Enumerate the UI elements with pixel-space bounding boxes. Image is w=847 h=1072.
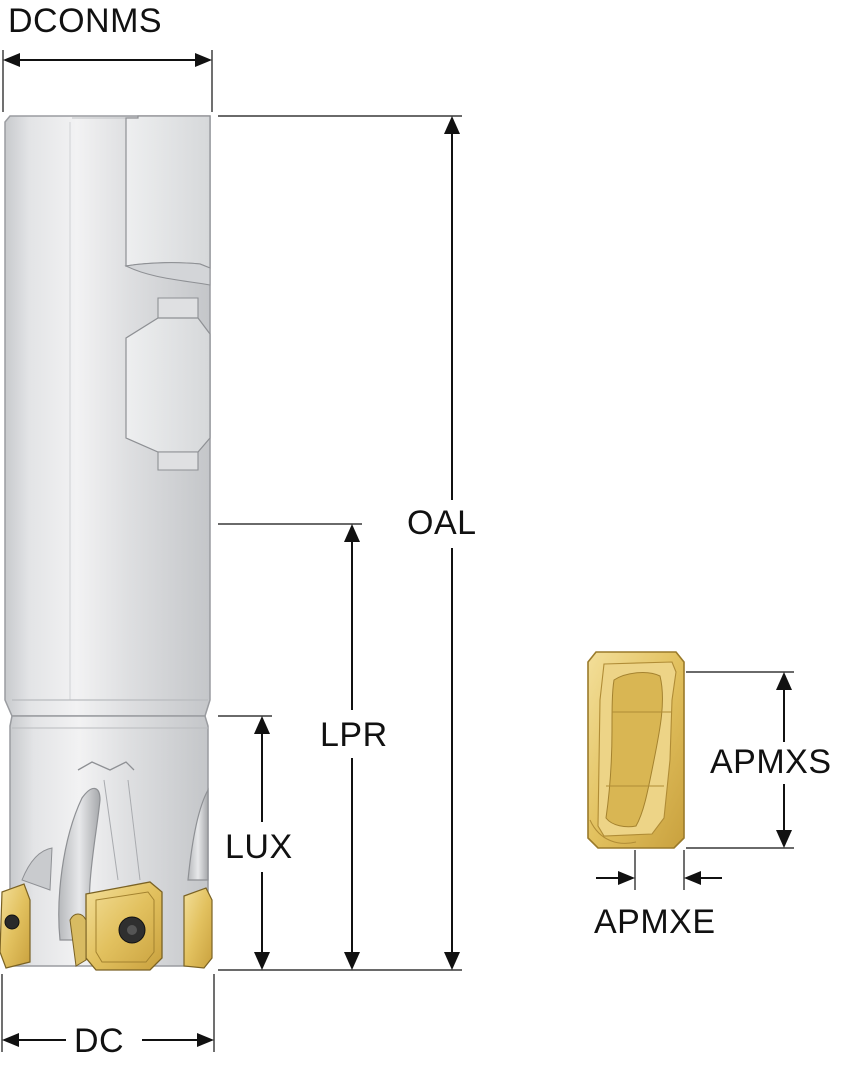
dimension-dconms: [2, 50, 213, 112]
label-dconms: DCONMS: [8, 2, 163, 40]
label-dc: DC: [74, 1022, 125, 1060]
label-lux: LUX: [225, 828, 293, 866]
label-apmxs: APMXS: [710, 743, 832, 781]
label-apmxe: APMXE: [594, 903, 716, 941]
dimension-dc: [1, 974, 215, 1052]
dimension-lpr: [218, 523, 362, 970]
dimension-lux: [218, 715, 272, 970]
dimension-apmxe: [596, 850, 722, 890]
head-insert-right: [183, 887, 213, 969]
dimension-oal: [218, 115, 462, 971]
shank-flat-upper: [124, 115, 211, 286]
head-insert-left: [0, 883, 31, 969]
head-flutes: [21, 761, 209, 941]
shank-flat-middle: [125, 297, 211, 471]
label-oal: OAL: [407, 504, 477, 542]
insert-detail: [587, 651, 685, 849]
dimension-apmxs: [686, 671, 794, 849]
label-lpr: LPR: [320, 716, 388, 754]
head-insert-center: [69, 881, 163, 971]
